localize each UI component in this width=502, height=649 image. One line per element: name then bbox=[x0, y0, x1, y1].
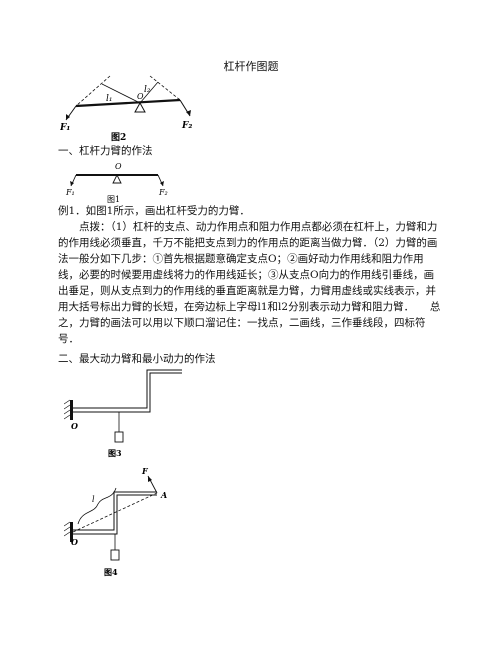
example-heading: 例1．如图1所示，画出杠杆受力的力臂． bbox=[58, 205, 250, 217]
figure-1: O F₁ F₂ 图1 bbox=[65, 162, 168, 204]
figure-2: l₁ l₂ O F₁ F₂ 图2 bbox=[60, 75, 192, 142]
fig1-label-f1: F₁ bbox=[65, 188, 75, 197]
figure-3: O 图3 bbox=[64, 369, 182, 458]
example-body: 点拨：（1）杠杆的支点、动力作用点和阻力作用点都必须在杠杆上，力臂和力的作用线必… bbox=[58, 221, 441, 345]
page-title: 杠杆作图题 bbox=[223, 60, 279, 73]
section-1-heading: 一、杠杆力臂的作法 bbox=[58, 145, 153, 157]
fig1-label-o: O bbox=[115, 162, 122, 171]
figure-4: O A F l 图4 bbox=[64, 466, 167, 577]
fig2-label-f2: F₂ bbox=[181, 121, 192, 131]
fig4-label-l: l bbox=[92, 495, 95, 504]
fig2-label-l2: l₂ bbox=[144, 85, 151, 95]
fig4-label-f: F bbox=[141, 466, 149, 476]
fig2-caption: 图2 bbox=[111, 132, 126, 142]
fig4-caption: 图4 bbox=[104, 567, 118, 577]
example-1: 例1．如图1所示，画出杠杆受力的力臂． 点拨：（1）杠杆的支点、动力作用点和阻力… bbox=[58, 203, 442, 347]
fig3-label-o: O bbox=[71, 421, 78, 431]
section-2-heading: 二、最大动力臂和最小动力的作法 bbox=[58, 353, 216, 365]
fig2-label-f1: F₁ bbox=[60, 123, 70, 133]
fig1-label-f2: F₂ bbox=[158, 188, 168, 197]
fig2-label-l1: l₁ bbox=[106, 94, 113, 104]
fig3-caption: 图3 bbox=[108, 448, 122, 458]
fig4-label-a: A bbox=[160, 490, 167, 500]
fig4-label-o: O bbox=[71, 537, 78, 547]
fig1-caption: 图1 bbox=[107, 195, 120, 204]
fig2-label-o: O bbox=[137, 92, 144, 101]
